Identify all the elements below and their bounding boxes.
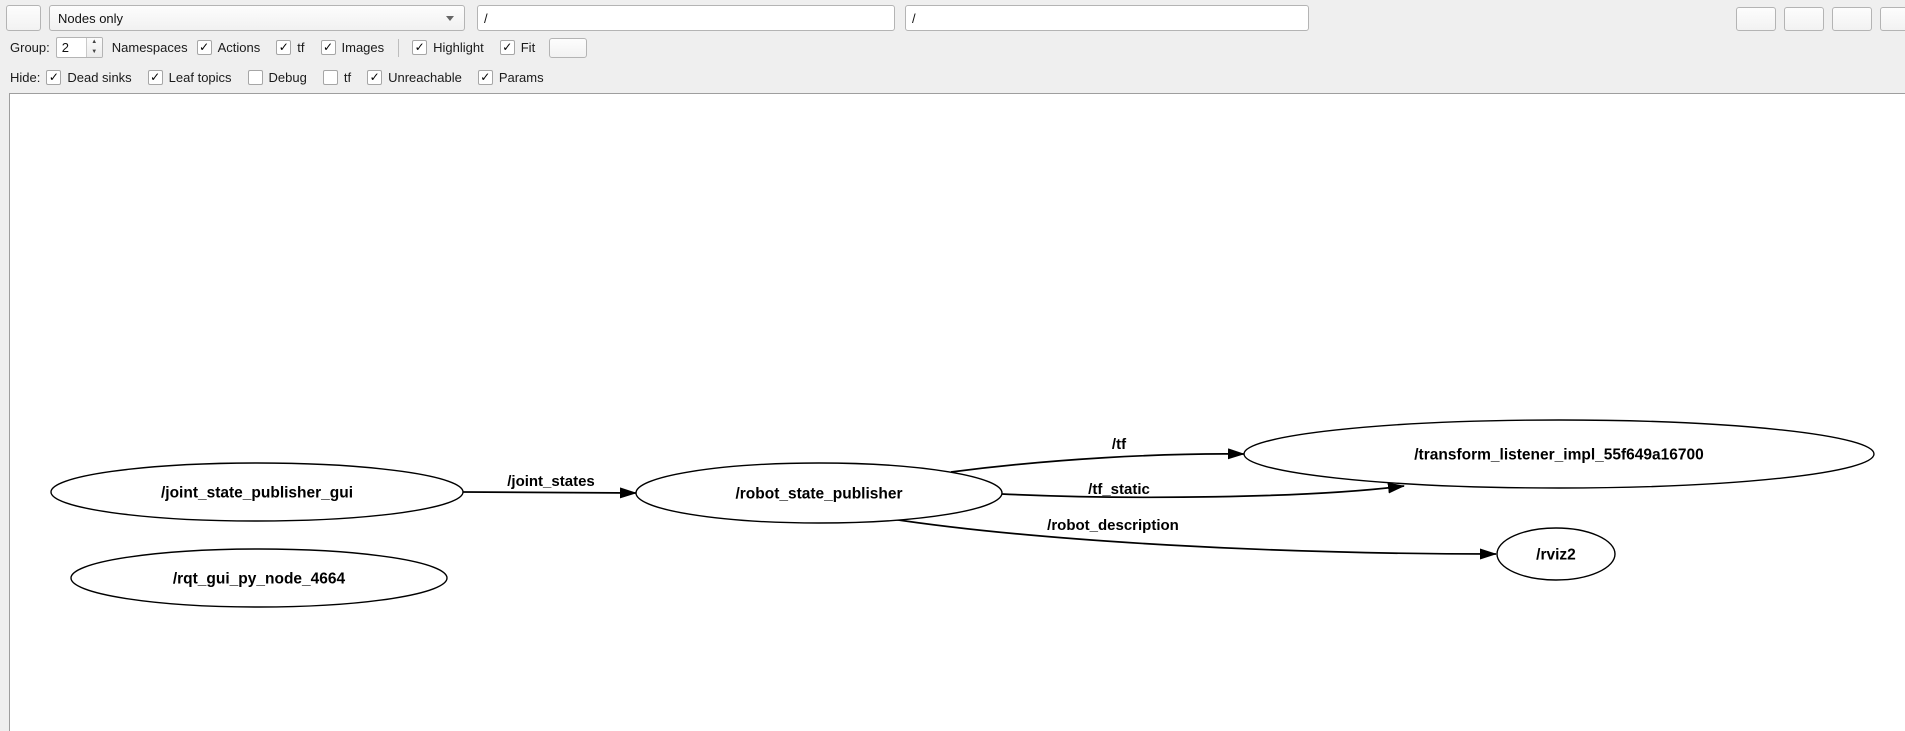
checkbox-label: tf — [297, 40, 305, 55]
group-spinbox[interactable]: 2 ▲ ▼ — [55, 37, 103, 58]
node-graph: /joint_states/tf/tf_static/robot_descrip… — [50, 419, 1875, 608]
checkbox-tf[interactable]: tf — [322, 69, 352, 85]
checkbox-indicator — [247, 69, 263, 85]
hide-toggles: ✓ Dead sinks ✓ Leaf topics Debug tf ✓ Unreachab… — [46, 69, 544, 85]
chevron-down-icon — [446, 15, 454, 21]
options-toggles: ✓ Actions ✓ tf ✓ Images — [196, 40, 385, 55]
hide-label: Hide: — [10, 69, 41, 85]
spin-down-icon[interactable]: ▼ — [91, 48, 98, 55]
checkbox-indicator: ✓ — [367, 69, 383, 85]
checkbox-label: Fit — [520, 40, 536, 55]
graph-edge-label-tf: /tf — [1112, 436, 1127, 453]
checkbox-indicator: ✓ — [46, 69, 62, 85]
toolbar-row-main: Nodes only — [6, 5, 1905, 31]
topic-filter-input[interactable] — [905, 5, 1309, 31]
toolbar-row-options: Group: 2 ▲ ▼ Namespaces ✓ Actions ✓ tf ✓ Imag… — [10, 37, 588, 58]
checkbox-indicator — [322, 69, 338, 85]
checkbox-label: Images — [341, 40, 385, 55]
checkbox-label: Actions — [217, 40, 261, 55]
graph-edge-label-tf_static: /tf_static — [1088, 481, 1150, 498]
graph-node-robot_state_publisher — [635, 462, 1003, 524]
graph-node-label-transform_listener_impl_55f649a16700: /transform_listener_impl_55f649a16700 — [1414, 447, 1704, 464]
checkbox-leaf-topics[interactable]: ✓ Leaf topics — [147, 69, 232, 85]
checkbox-label: Dead sinks — [67, 69, 132, 85]
group-label: Group: — [10, 40, 50, 55]
toolbar-icon-button-4[interactable] — [1880, 7, 1905, 31]
graph-type-value: Nodes only — [58, 10, 124, 26]
checkbox-label: Unreachable — [388, 69, 462, 85]
group-spinbox-value: 2 — [61, 40, 69, 55]
checkbox-highlight[interactable]: ✓ Highlight — [412, 40, 484, 55]
graph-node-label-joint_state_publisher_gui: /joint_state_publisher_gui — [161, 485, 353, 502]
graph-edge-label-robot_description: /robot_description — [1047, 517, 1179, 534]
graph-node-label-rviz2: /rviz2 — [1536, 547, 1576, 564]
checkbox-fit[interactable]: ✓ Fit — [499, 40, 536, 55]
graph-type-select[interactable]: Nodes only — [49, 5, 465, 31]
graph-node-rviz2 — [1496, 527, 1616, 581]
refresh-button[interactable] — [6, 5, 41, 31]
namespaces-label: Namespaces — [111, 40, 188, 55]
checkbox-indicator: ✓ — [276, 40, 292, 55]
spin-up-icon[interactable]: ▲ — [91, 39, 98, 45]
checkbox-label: Highlight — [433, 40, 484, 55]
checkbox-indicator: ✓ — [196, 40, 212, 55]
checkbox-indicator: ✓ — [320, 40, 336, 55]
graph-edge-joint_states — [462, 487, 637, 499]
graph-canvas[interactable]: /joint_states/tf/tf_static/robot_descrip… — [9, 93, 1905, 731]
checkbox-label: Leaf topics — [168, 69, 232, 85]
toolbar-icon-button-3[interactable] — [1832, 7, 1872, 31]
graph-edge-label-joint_states: /joint_states — [507, 473, 595, 490]
toolbar-right-buttons — [1736, 7, 1905, 31]
spinbox-arrows[interactable]: ▲ ▼ — [85, 38, 102, 57]
graph-node-joint_state_publisher_gui — [50, 462, 464, 522]
toolbar-row-hide: Hide: ✓ Dead sinks ✓ Leaf topics Debug tf ✓ Unr… — [10, 68, 544, 86]
graph-node-label-rqt_gui_py_node_4664: /rqt_gui_py_node_4664 — [173, 571, 346, 588]
checkbox-indicator: ✓ — [477, 69, 493, 85]
checkbox-dead-sinks[interactable]: ✓ Dead sinks — [46, 69, 132, 85]
checkbox-debug[interactable]: Debug — [247, 69, 307, 85]
toolbar-icon-button-2[interactable] — [1784, 7, 1824, 31]
graph-node-transform_listener_impl_55f649a16700 — [1243, 419, 1875, 489]
save-button[interactable] — [549, 37, 588, 58]
toolbar: Nodes only Group: 2 ▲ ▼ Namespaces ✓ Acti… — [0, 0, 1905, 93]
toolbar-icon-button-1[interactable] — [1736, 7, 1776, 31]
graph-node-rqt_gui_py_node_4664 — [70, 548, 448, 608]
node-filter-input[interactable] — [477, 5, 895, 31]
checkbox-indicator: ✓ — [499, 40, 515, 55]
options-toggles-right: ✓ Highlight ✓ Fit — [412, 40, 535, 55]
toolbar-separator — [398, 38, 400, 57]
checkbox-tf[interactable]: ✓ tf — [276, 40, 305, 55]
checkbox-indicator: ✓ — [412, 40, 428, 55]
graph-node-label-robot_state_publisher: /robot_state_publisher — [735, 486, 902, 503]
checkbox-actions[interactable]: ✓ Actions — [196, 40, 261, 55]
checkbox-params[interactable]: ✓ Params — [477, 69, 544, 85]
checkbox-indicator: ✓ — [147, 69, 163, 85]
checkbox-label: Params — [498, 69, 544, 85]
graph-edge-robot_description — [884, 517, 1497, 560]
checkbox-label: Debug — [268, 69, 307, 85]
graph-edge-tf_static — [1001, 482, 1405, 499]
checkbox-label: tf — [343, 69, 352, 85]
checkbox-unreachable[interactable]: ✓ Unreachable — [367, 69, 462, 85]
checkbox-images[interactable]: ✓ Images — [320, 40, 385, 55]
graph-edge-tf — [950, 448, 1245, 473]
